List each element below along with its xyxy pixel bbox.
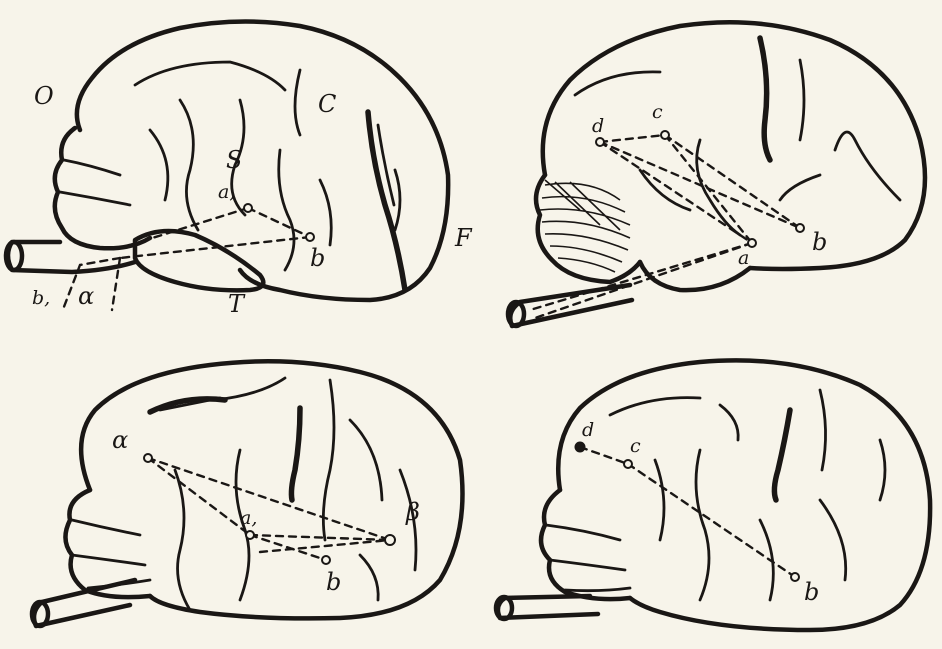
cerebrum-outline (81, 361, 462, 618)
cerebellum (536, 175, 640, 282)
point-b (796, 224, 804, 232)
point-b (791, 573, 799, 581)
sulcus (640, 170, 690, 210)
pathway (665, 135, 800, 228)
point-d (596, 138, 604, 146)
pathway (248, 208, 310, 237)
sulcus (610, 398, 700, 415)
panel-top-left: O C S F T a, b b, α (6, 21, 473, 318)
point-label-b: b (326, 568, 341, 596)
sulcus (360, 555, 378, 600)
cerebellum-fold (550, 560, 625, 570)
panel-bottom-left: α a, β b (32, 361, 463, 626)
sulcus (780, 175, 820, 200)
sulcus (150, 130, 168, 200)
sulcus (835, 132, 900, 200)
point-label-c: c (652, 101, 663, 123)
sulcus (180, 100, 198, 230)
cerebrum-outline (77, 21, 448, 300)
point-label-a1: a, (240, 507, 257, 529)
sulcus (696, 450, 709, 600)
point-label-b1: b, (32, 287, 50, 309)
sulcus (820, 390, 826, 470)
point-label-d: d (582, 419, 594, 441)
pathway (530, 243, 752, 310)
sulcus (135, 62, 285, 90)
point-label-alpha: α (112, 426, 128, 454)
sulcus (575, 72, 660, 95)
sulcus (320, 180, 331, 245)
point-label-beta: β (405, 498, 420, 526)
point-b (322, 556, 330, 564)
cerebellum-fold (60, 192, 130, 205)
pathway (535, 243, 752, 318)
pathway (600, 135, 665, 142)
sulcus (655, 460, 664, 540)
region-label-C: C (318, 90, 336, 118)
cerebellum-fold (72, 555, 145, 565)
cerebellum (541, 490, 630, 599)
region-label-F: F (454, 224, 473, 252)
pathway (250, 535, 390, 540)
point-d (576, 443, 585, 452)
cerebellum (55, 128, 150, 248)
sulcus (800, 60, 804, 140)
region-label-O: O (34, 82, 54, 110)
point-a (748, 239, 756, 247)
point-label-a: a (738, 247, 749, 269)
temporal-lobe (135, 231, 263, 290)
point-alpha (144, 454, 152, 462)
sulcus (175, 470, 190, 610)
point-label-alpha: α (78, 282, 94, 310)
point-a1 (244, 204, 252, 212)
point-label-b: b (804, 578, 819, 606)
sulcus (820, 500, 846, 580)
pathway (260, 540, 390, 552)
point-beta (385, 535, 395, 545)
point-a1 (246, 531, 254, 539)
sulcus (395, 170, 400, 230)
sulcus (720, 405, 738, 440)
sulcus (323, 380, 334, 540)
pathway (628, 464, 795, 577)
point-label-d: d (592, 115, 604, 137)
panel-top-right: d c b a (508, 22, 925, 326)
pathway (665, 135, 752, 243)
central-fissure (774, 410, 790, 500)
point-label-b: b (812, 228, 827, 256)
region-label-T: T (228, 290, 246, 318)
panel-bottom-right: d c b (496, 360, 930, 630)
sulcus (350, 420, 382, 500)
cerebellum-fold (565, 588, 630, 591)
point-b (306, 233, 314, 241)
pathway (148, 458, 250, 535)
point-label-a1: a, (218, 181, 235, 203)
cerebellum-fold (64, 160, 120, 175)
cerebellum-fold (546, 525, 620, 540)
sulcus (215, 378, 285, 400)
temporal-lobe (640, 262, 750, 290)
pathway (600, 142, 752, 243)
sulcus (279, 150, 294, 270)
pathway (580, 447, 628, 464)
sulcus (295, 70, 300, 135)
region-label-S: S (226, 146, 242, 174)
cerebellum-fold (88, 580, 150, 588)
point-label-b: b (310, 244, 325, 272)
point-label-c: c (630, 435, 641, 457)
point-c (661, 131, 669, 139)
cerebellum-fold (72, 520, 140, 535)
central-fissure (760, 38, 770, 160)
point-c (624, 460, 632, 468)
central-fissure (291, 408, 300, 500)
sulcus (880, 440, 885, 500)
cerebellum-hatching (540, 180, 630, 272)
